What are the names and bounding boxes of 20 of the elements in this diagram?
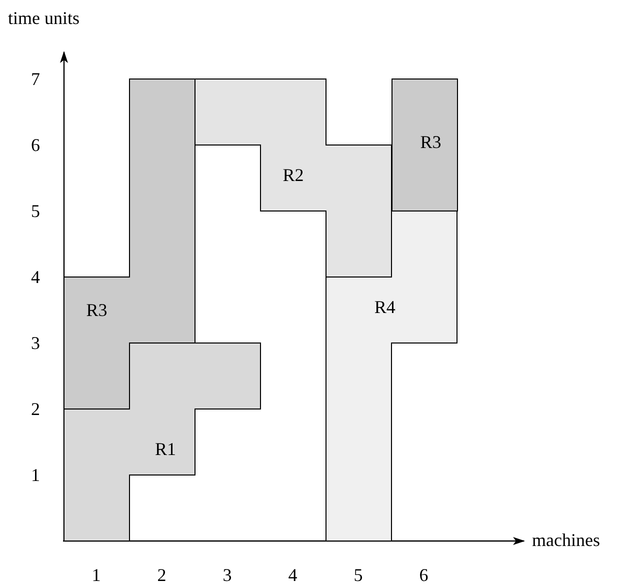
tick-label: 4: [288, 566, 298, 584]
tick-label: 1: [92, 566, 101, 584]
region-label: R1: [155, 440, 176, 458]
tick-label: 6: [31, 136, 40, 154]
tick-label: 2: [157, 566, 166, 584]
tick-label: 1: [31, 466, 40, 484]
tick-label: 3: [31, 334, 40, 352]
tick-label: 5: [31, 202, 40, 220]
tick-label: 5: [354, 566, 363, 584]
region-label: R4: [374, 298, 396, 316]
region-label: R3: [420, 132, 442, 151]
axis-title: time units: [8, 9, 80, 27]
region-label: R2: [282, 166, 304, 184]
tick-label: 3: [222, 566, 232, 584]
tick-label: 2: [31, 400, 40, 418]
region-label: R3: [86, 301, 108, 319]
tick-label: 7: [31, 70, 40, 88]
tick-label: 6: [419, 566, 428, 584]
axis-title: machines: [532, 531, 600, 549]
tick-label: 4: [31, 268, 40, 286]
